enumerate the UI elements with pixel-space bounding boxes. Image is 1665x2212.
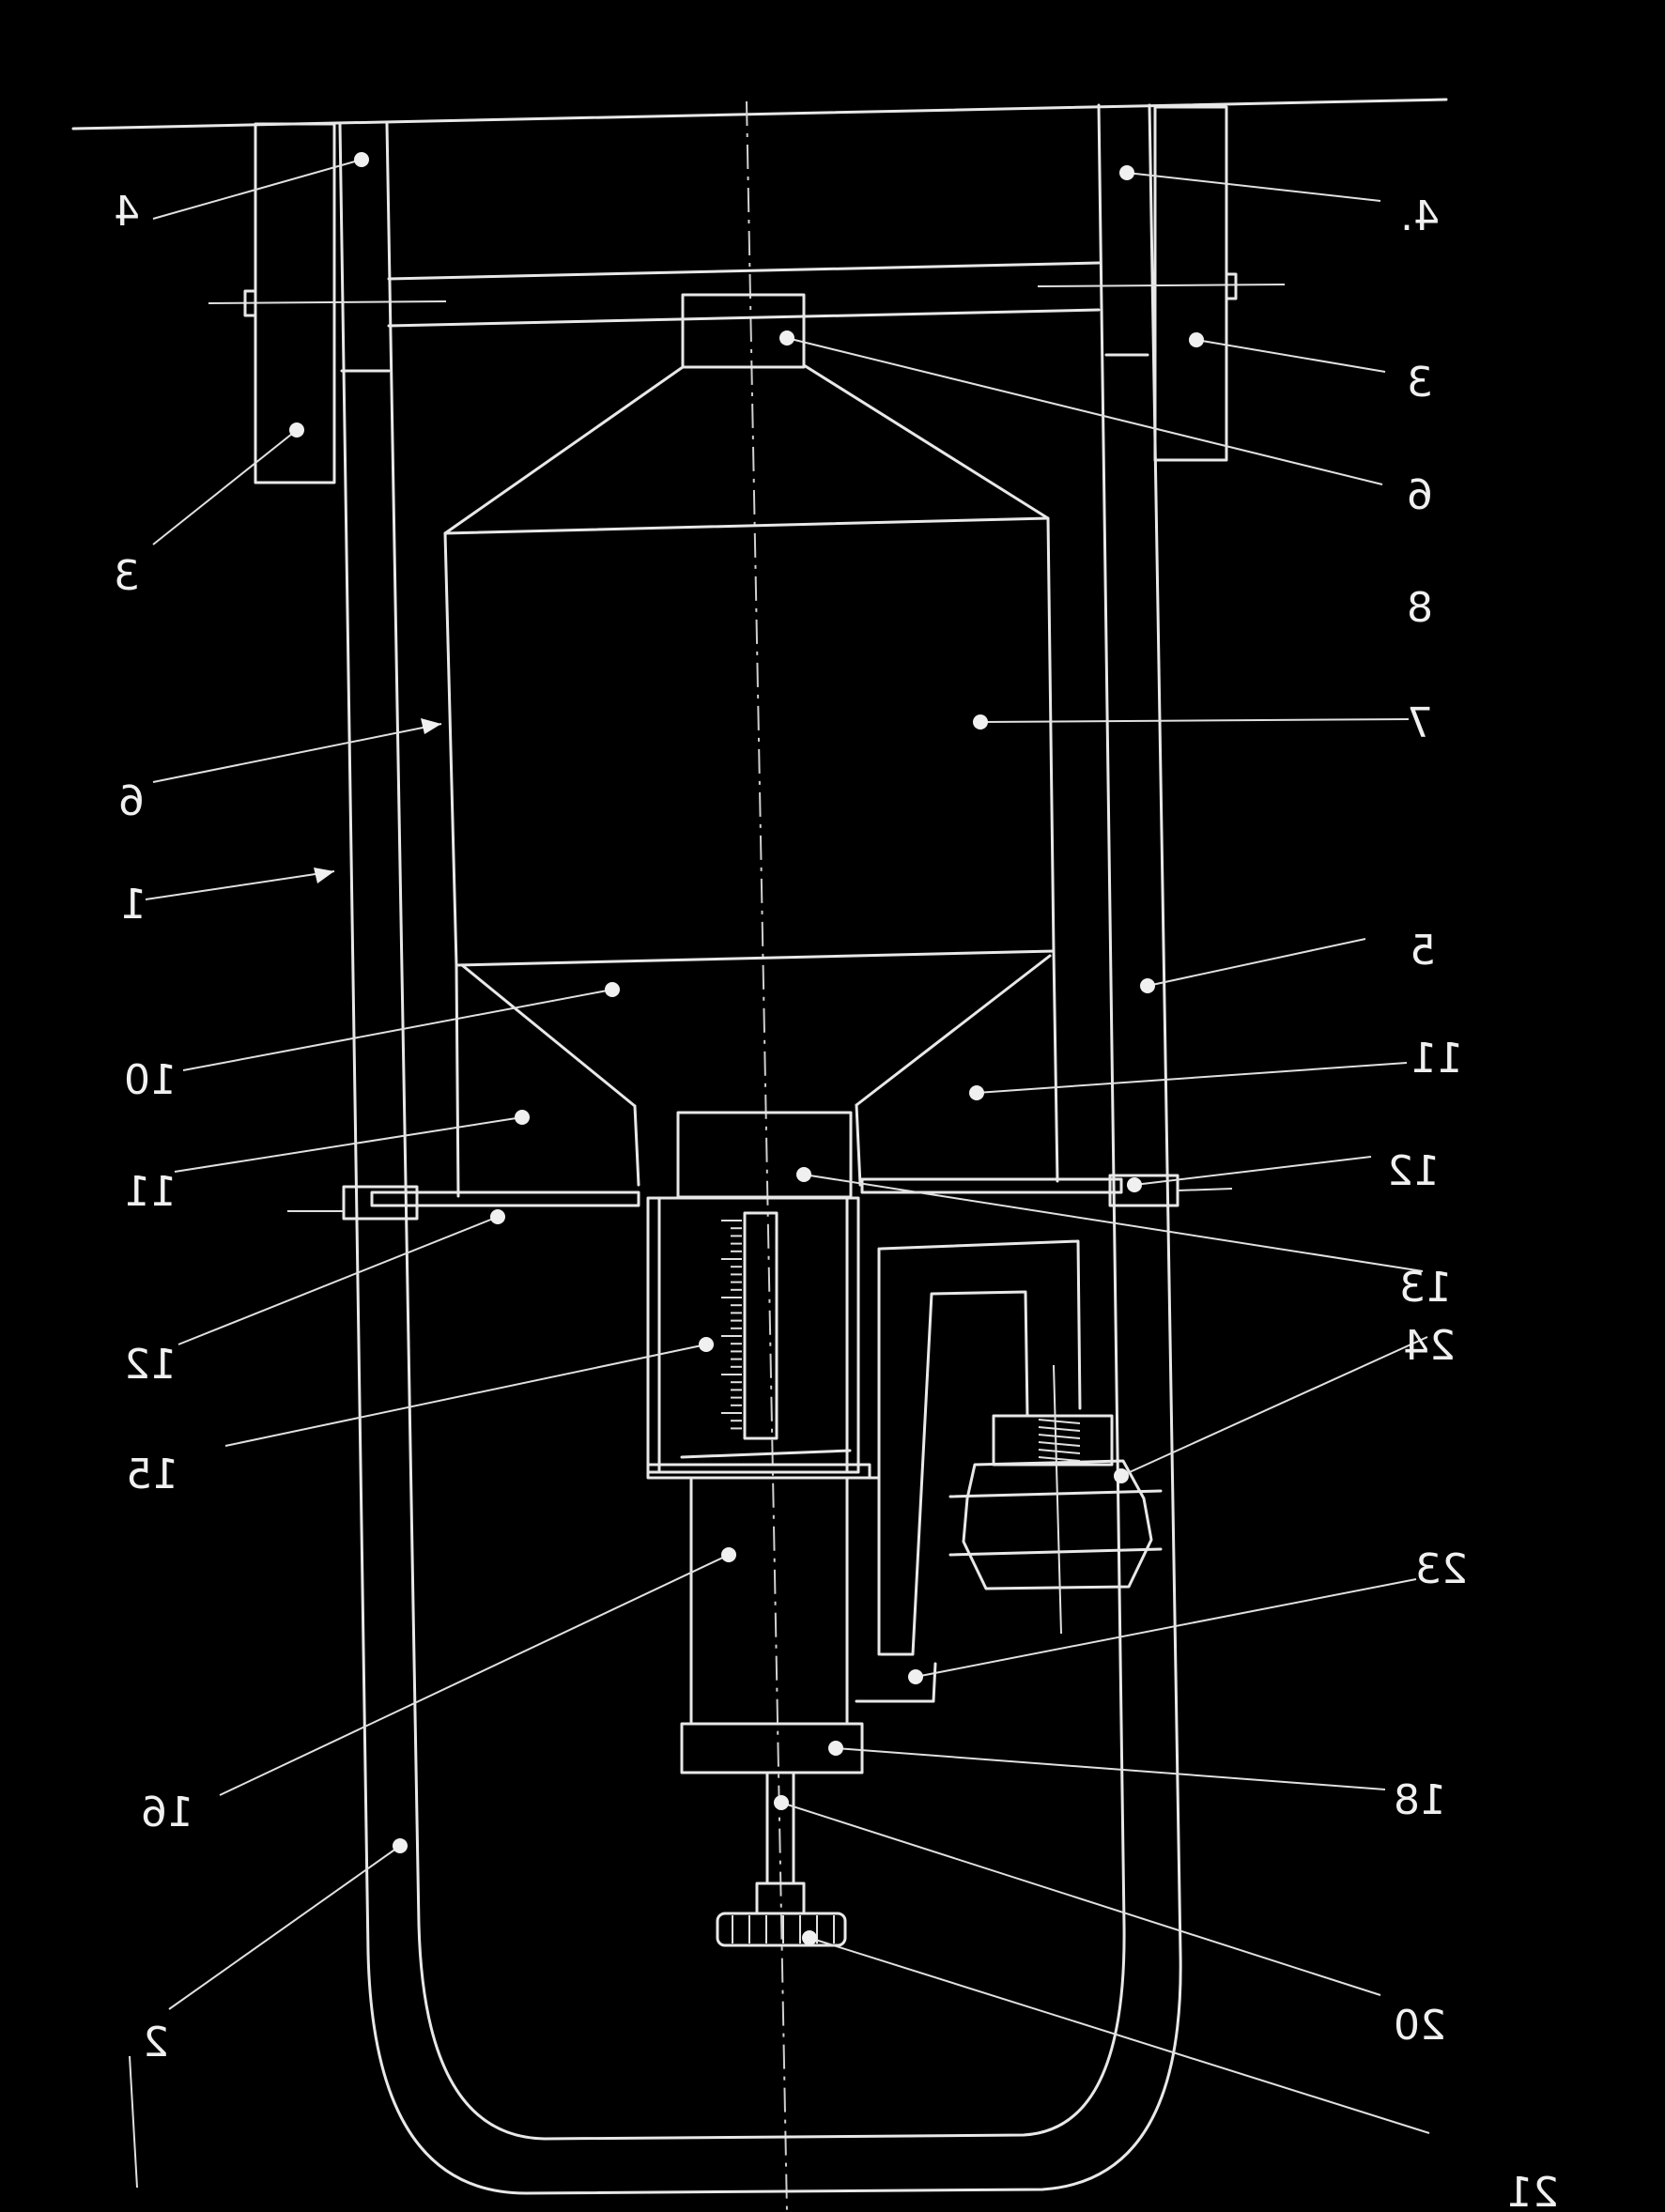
label-12-left: 12 <box>124 1341 177 1389</box>
label-7: 7 <box>1407 699 1433 747</box>
label-24: 24 <box>1403 1322 1456 1370</box>
scale-ticks <box>721 1220 742 1430</box>
spring-coil <box>1038 1456 1081 1462</box>
pipe-inner <box>879 1290 1029 1656</box>
skirt-left <box>455 963 460 1198</box>
cross-beam-top <box>387 261 1101 281</box>
support-bar-right <box>860 1177 1123 1194</box>
leader-lines <box>129 152 1430 2189</box>
label-12-right: 12 <box>1387 1147 1440 1195</box>
container-bottom-cone <box>460 954 1052 1108</box>
label-18: 18 <box>1394 1776 1446 1824</box>
label-2: 2 <box>143 2019 169 2066</box>
label-1: 1 <box>120 881 146 929</box>
pivot-pin-left <box>243 289 257 317</box>
screw-shaft <box>765 1771 795 1885</box>
spring-coil <box>1038 1434 1081 1439</box>
spring-coil <box>1038 1426 1081 1432</box>
support-axis-right <box>1177 1188 1233 1191</box>
label-6-top: 6 <box>1407 471 1433 519</box>
frame-left-inner <box>385 122 421 1927</box>
frame-right-outer <box>1148 103 1182 1955</box>
label-10: 10 <box>124 1056 177 1104</box>
pivot-axis <box>208 300 447 304</box>
cylinder-body <box>689 1476 849 1726</box>
spring-coil <box>1038 1449 1081 1454</box>
hanger-block <box>681 293 806 369</box>
scale-floor <box>680 1449 852 1459</box>
pump-band-bottom <box>948 1547 1163 1557</box>
label-13: 13 <box>1399 1264 1452 1312</box>
label-23: 23 <box>1415 1545 1468 1593</box>
knob-ribs <box>732 1915 835 1943</box>
pump-axis <box>1053 1364 1062 1635</box>
label-4-right: 4. <box>1400 192 1440 240</box>
center-axis <box>746 100 788 2212</box>
part-labels: 4 4. 3 3 6 8 7 6 1 5 10 11 11 12 12 13 2… <box>114 188 1559 2212</box>
label-3-left: 3 <box>114 552 140 600</box>
label-11-right: 11 <box>1411 1035 1463 1083</box>
label-3-right: 3 <box>1407 359 1433 407</box>
skirt-inner-left <box>633 1104 640 1187</box>
skirt-inner-right <box>855 1103 862 1187</box>
pump-housing <box>962 1459 1153 1590</box>
scale-window <box>743 1211 779 1440</box>
label-16: 16 <box>141 1789 193 1836</box>
pivot-axis-right <box>1037 284 1286 287</box>
label-11-left: 11 <box>124 1168 177 1216</box>
pipe-return <box>855 1662 937 1703</box>
label-21: 21 <box>1506 2169 1559 2212</box>
label-20: 20 <box>1394 2002 1446 2050</box>
skirt-right <box>1052 949 1059 1183</box>
pivot-pin-right <box>1225 272 1238 300</box>
label-4-left: 4 <box>114 188 140 236</box>
label-8: 8 <box>1407 584 1433 632</box>
support-bar-left <box>370 1190 640 1207</box>
support-collar-left <box>342 1185 419 1221</box>
adjust-knob <box>716 1912 847 1947</box>
spring-coil <box>1038 1441 1081 1447</box>
container-wall-right <box>1046 516 1056 953</box>
pump-band-top <box>948 1489 1163 1498</box>
mount-plate-right <box>1153 105 1228 462</box>
pump-upper-block <box>992 1414 1114 1467</box>
outlet-block <box>676 1111 853 1199</box>
frame-u-inner <box>417 1923 1126 2141</box>
pump-spring <box>1038 1419 1081 1462</box>
label-15: 15 <box>126 1451 178 1498</box>
cross-beam-bottom <box>387 308 1101 328</box>
pipe-outer <box>879 1239 1082 1410</box>
label-6-left: 6 <box>118 777 145 825</box>
container-wall-left <box>443 531 458 967</box>
label-5: 5 <box>1410 927 1436 975</box>
scale-housing <box>646 1196 860 1474</box>
frame-right-inner <box>1097 103 1126 1927</box>
container-bottom-rim <box>455 949 1056 967</box>
container-top-cone <box>443 363 1050 535</box>
frame-u-outer <box>366 1951 1182 2195</box>
spring-coil <box>1038 1419 1081 1424</box>
